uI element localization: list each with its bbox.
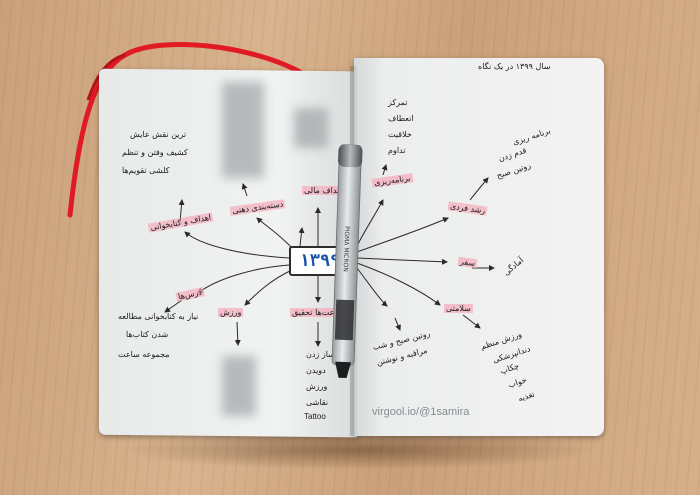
- left-list-right-2: دویدن: [306, 366, 326, 375]
- right-top-list-1: تمرکز: [388, 98, 408, 107]
- center-year-label: ۱۳۹۹: [299, 251, 341, 271]
- left-list-right-5: Tattoo: [304, 412, 326, 421]
- left-list-right-1: ساز زدن: [306, 350, 335, 359]
- right-node-d: سلامتی: [444, 304, 473, 313]
- book-shadow: [118, 430, 598, 470]
- notebook-right-page: [354, 58, 604, 436]
- left-list-1: نیاز به کتابخوانی مطالعه: [118, 312, 199, 321]
- left-top-node-1: ترین نقش عایش: [130, 130, 187, 139]
- right-header: سال ۱۳۹۹ در یک نگاه: [478, 62, 551, 71]
- left-node-f: ساعت‌ها تحقیق: [290, 308, 346, 317]
- right-top-list-4: تداوم: [388, 146, 406, 155]
- left-node-c: اهداف مالی: [302, 186, 346, 195]
- right-top-list-3: خلاقیت: [388, 130, 412, 139]
- left-top-node-2: کشیف وفتن و تنظم: [122, 148, 188, 157]
- blurred-area: [222, 82, 264, 178]
- left-list-right-4: نقاشی: [306, 398, 329, 407]
- left-list-right-3: ورزش: [306, 382, 328, 391]
- blurred-area: [222, 356, 256, 416]
- blurred-area: [294, 108, 328, 148]
- svg-text:PIGMA MICRON: PIGMA MICRON: [342, 226, 351, 272]
- right-top-list-2: انعطاف: [388, 114, 414, 123]
- watermark: virgool.io/@1samira: [372, 406, 470, 418]
- left-top-node-3: کلشی تقویم‌ها: [122, 166, 170, 175]
- left-list-3: مجموعه ساعت: [118, 350, 170, 359]
- left-list-2: شدن کتاب‌ها: [126, 330, 169, 339]
- left-node-e: ورزش: [218, 308, 244, 317]
